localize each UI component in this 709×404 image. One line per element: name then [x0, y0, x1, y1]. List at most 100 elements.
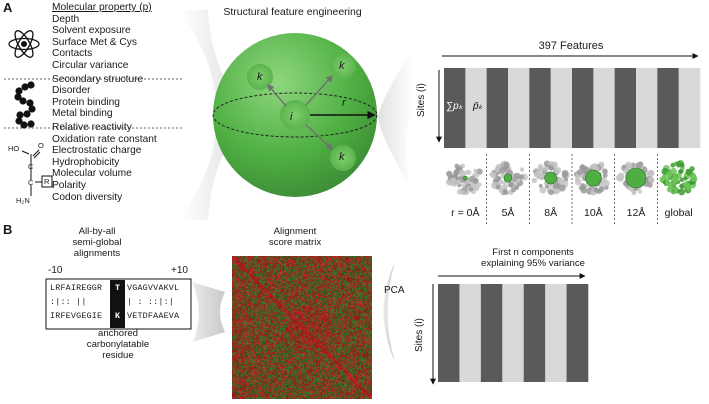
neighbor-site [247, 64, 273, 90]
protein-structure-thumbnail [574, 161, 610, 196]
radius-label: global [664, 207, 693, 219]
property-item: Electrostatic charge [52, 145, 142, 157]
protein-structure-thumbnail [489, 160, 528, 196]
sites-label-a: Sites (i) [416, 83, 427, 117]
pca-component-column [545, 284, 567, 382]
feature-column [550, 68, 573, 148]
property-item: Codon diversity [52, 191, 123, 203]
anchor-caption: anchored carbonylatable residue [86, 328, 150, 361]
sphere-diagram [180, 10, 412, 220]
neighborhood-sphere [585, 169, 602, 187]
seq-bot-right: VETDFAAEVA [127, 311, 180, 321]
mean-feature-label: p̄ₖ [473, 101, 483, 112]
feature-column [508, 68, 530, 148]
protein-structure-thumbnail [615, 161, 655, 196]
matrix-funnel [383, 262, 395, 362]
aa-label-r: R [44, 177, 50, 186]
panel-label-b: B [3, 222, 13, 237]
property-item: Circular variance [52, 59, 129, 71]
neighbor-label: k [339, 60, 345, 72]
pca-component-column [459, 284, 482, 382]
feature-column [678, 68, 701, 148]
neighbor-label: k [339, 151, 345, 163]
property-item: Relative reactivity [52, 121, 132, 133]
property-item: Surface Met & Cys [52, 36, 137, 48]
anchored-residue-column [110, 280, 125, 328]
property-item: Oxidation rate constant [52, 133, 157, 145]
property-item: Metal binding [52, 108, 113, 120]
radius-label: 12Å [626, 207, 646, 219]
property-item: Protein binding [52, 96, 120, 108]
property-item: Disorder [52, 85, 91, 97]
global-structure-thumbnail [659, 160, 698, 196]
seq-bot-left: IRFEVGEGIE [50, 311, 103, 321]
protein-structure-thumbnail [531, 160, 570, 196]
neighbor-label: k [257, 71, 263, 83]
neighborhood-sphere [625, 167, 647, 189]
neighbor-site [330, 53, 356, 79]
aa-label-c2: C [28, 178, 34, 187]
radius-label: 10Å [583, 207, 603, 219]
property-item: Contacts [52, 48, 93, 60]
property-item: Solvent exposure [52, 25, 131, 37]
alignment-funnel [192, 282, 225, 342]
atom-icon [8, 30, 40, 58]
sites-label-b: Sites (i) [414, 318, 425, 352]
radius-label: 5Å [501, 207, 515, 219]
pca-component-column [438, 284, 460, 382]
radius-label: 8Å [544, 207, 558, 219]
sum-feature-label: ∑pₖ [446, 101, 463, 112]
features-label: 397 Features [538, 40, 604, 52]
pca-component-column [480, 284, 503, 382]
feature-column [657, 68, 679, 148]
range-right: +10 [171, 265, 188, 276]
neighborhood-sphere [544, 171, 557, 185]
feature-column [486, 68, 509, 148]
seq-top-center: T [115, 283, 121, 293]
center-site [280, 100, 310, 130]
radius-label: r [342, 97, 346, 109]
helix-chain-icon [14, 81, 36, 129]
aa-label-c1: C [28, 162, 34, 171]
pca-component-column [502, 284, 525, 382]
property-item: Hydrophobicity [52, 156, 120, 168]
neighborhood-sphere [463, 175, 468, 181]
feature-column [614, 68, 637, 148]
seq-top-right: VGAGVVAKVL [127, 283, 180, 293]
center-site-label: i [290, 111, 293, 123]
protein-structure-thumbnail [445, 163, 483, 196]
seq-mid-right: | : ::|:| [127, 297, 175, 307]
feature-column [529, 68, 551, 148]
property-item: Polarity [52, 179, 86, 191]
feature-column [465, 68, 487, 148]
alignment-title: All-by-all semi-global alignments [72, 226, 122, 259]
seq-mid-left: :|:: || [50, 297, 87, 307]
aa-label-o: O [38, 141, 44, 150]
property-item: Molecular volume [52, 168, 132, 180]
feature-matrix [436, 53, 701, 226]
seq-bot-center: K [115, 311, 121, 321]
pca-component-column [566, 284, 589, 382]
seq-top-left: LRFAIREGGR [50, 283, 103, 293]
pca-component-column [523, 284, 546, 382]
right-funnel [378, 50, 412, 190]
property-item: Depth [52, 13, 80, 25]
feature-column [593, 68, 615, 148]
panel-label-a: A [3, 0, 13, 15]
amino-acid-icon [21, 149, 53, 196]
feature-column [444, 68, 466, 148]
neighbor-site [330, 145, 356, 171]
feature-column [636, 68, 658, 148]
matrix-title: Alignment score matrix [268, 226, 322, 248]
pca-label: PCA [384, 285, 405, 296]
components-caption: First n components explaining 95% varian… [481, 247, 585, 269]
panel-b-graphics [45, 262, 395, 362]
alignment-score-matrix [232, 256, 372, 399]
sphere-title: Structural feature engineering [223, 6, 362, 18]
neighborhood-sphere [503, 173, 513, 183]
